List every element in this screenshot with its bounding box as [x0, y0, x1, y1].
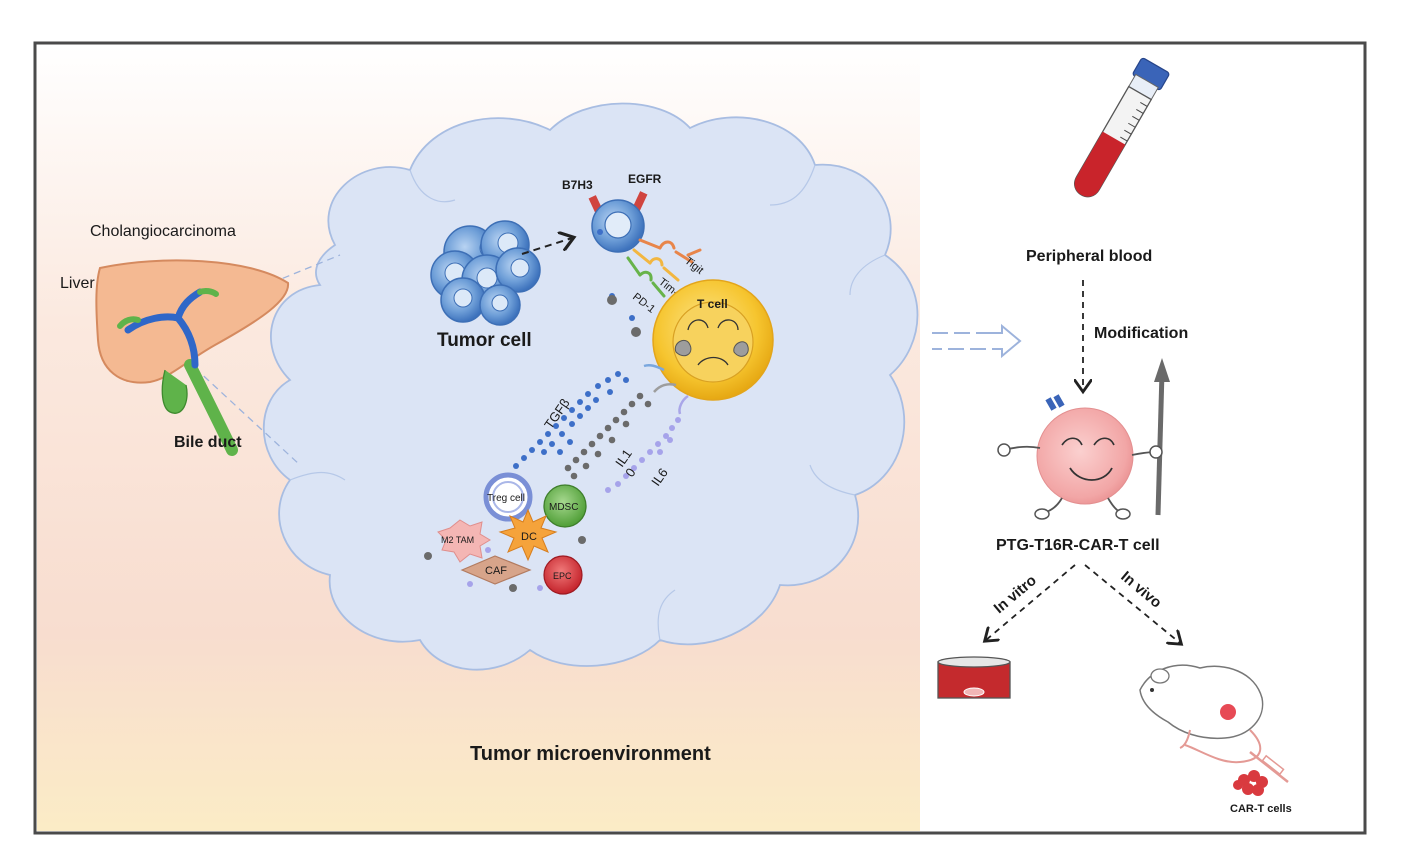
m2tam-label: M2 TAM: [441, 535, 474, 545]
t-cell-label: T cell: [697, 297, 728, 311]
tme-title: Tumor microenvironment: [470, 743, 711, 765]
tumor-to-cell-arrow: [521, 238, 572, 255]
car-t-label: PTG-T16R-CAR-T cell: [996, 537, 1160, 554]
car-t-cells-label: CAR-T cells: [1230, 803, 1292, 815]
organ-title: Cholangiocarcinoma: [90, 223, 236, 240]
single-tumor-cell: [588, 191, 648, 253]
cloud-fold: [769, 164, 816, 206]
checkpoint-receptors: [626, 238, 702, 298]
car-t-cells-cluster: [1233, 770, 1268, 796]
in-vivo-arrow: [1084, 564, 1180, 643]
cloud-fold: [289, 471, 346, 481]
cloud-fold: [409, 169, 456, 203]
blood-tube-illustration: [1074, 57, 1170, 198]
caf-cell: [460, 555, 532, 585]
bile-duct-label: Bile duct: [174, 434, 242, 451]
m2-tam-cell: [437, 519, 491, 563]
mouse-illustration: [1139, 664, 1289, 783]
modification-label: Modification: [1094, 325, 1188, 342]
epc-label: EPC: [553, 571, 572, 581]
b7h3-label: B7H3: [562, 178, 593, 192]
in-vitro-arrow: [986, 564, 1076, 640]
epc-cell: [543, 555, 583, 595]
treg-label: Treg cell: [487, 493, 525, 504]
dc-label: DC: [521, 531, 537, 543]
mdsc-cell: [543, 484, 587, 528]
blood-label: Peripheral blood: [1026, 248, 1152, 265]
tumor-cell-label: Tumor cell: [437, 330, 532, 351]
culture-dish-illustration: [937, 656, 1011, 699]
cloud-fold: [849, 254, 886, 296]
cloud-fold: [657, 589, 676, 641]
car-t-cell-character: [997, 358, 1170, 520]
liver-label: Liver: [60, 275, 95, 292]
caf-label: CAF: [485, 565, 507, 577]
t-cell: [652, 279, 774, 401]
egfr-label: EGFR: [628, 172, 662, 186]
cloud-fold: [809, 464, 856, 496]
transition-arrow: [932, 323, 1022, 359]
liver-illustration: [95, 259, 290, 456]
tumor-cell-cluster: [430, 220, 541, 326]
dc-cell: [498, 508, 558, 562]
tumor-microenvironment-cloud: [262, 102, 919, 671]
mdsc-label: MDSC: [549, 502, 578, 513]
treg-cell: [483, 472, 533, 522]
t-cell-cytokine-receptors: [643, 363, 689, 415]
il6-dots: [455, 417, 681, 591]
